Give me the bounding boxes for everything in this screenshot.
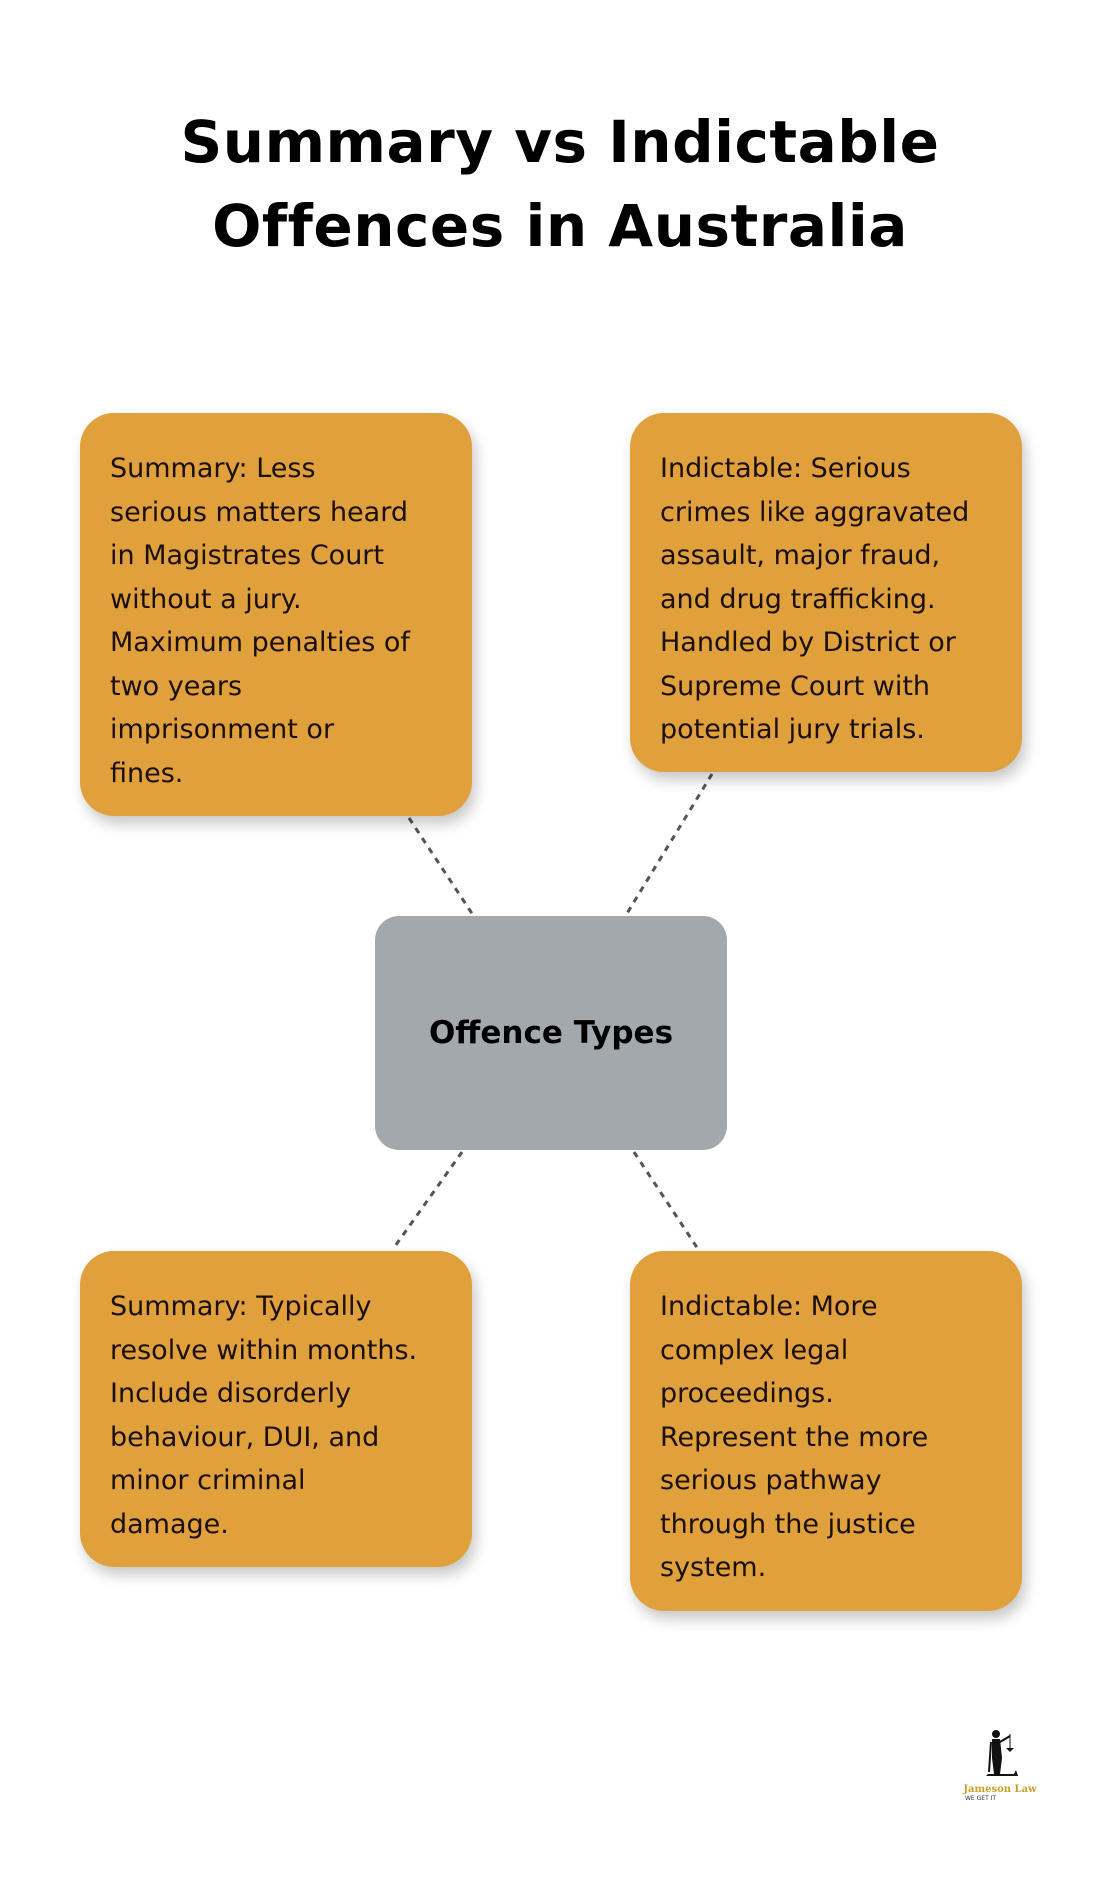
text-line: through the justice bbox=[660, 1508, 916, 1540]
text-line: Include disorderly bbox=[110, 1378, 352, 1409]
summary-resolution-box: Summary: Typically resolve within months… bbox=[80, 1251, 472, 1567]
indictable-crimes-box: Indictable: Serious crimes like aggravat… bbox=[630, 413, 1022, 772]
text-line: damage. bbox=[110, 1508, 229, 1540]
center-label: Offence Types bbox=[428, 1015, 674, 1051]
text-line: Indictable: Serious bbox=[660, 453, 911, 484]
indictable-proceedings-box: Indictable: More complex legal proceedin… bbox=[630, 1251, 1022, 1611]
lady-justice-icon bbox=[986, 1730, 1018, 1776]
text-line: serious pathway bbox=[660, 1465, 882, 1496]
text-line: proceedings. bbox=[660, 1378, 834, 1409]
text-line: assault, major fraud, bbox=[660, 540, 941, 571]
title-line-2: Offences in Australia bbox=[212, 192, 908, 260]
text-line: without a jury. bbox=[110, 583, 302, 615]
text-line: Indictable: More bbox=[660, 1291, 878, 1322]
text-line: potential jury trials. bbox=[660, 714, 925, 745]
connector-top-right bbox=[624, 773, 714, 916]
text-line: behaviour, DUI, and bbox=[110, 1421, 380, 1453]
logo-tagline: WE GET IT bbox=[965, 1795, 997, 1802]
text-line: Represent the more bbox=[660, 1421, 929, 1453]
page-title: Summary vs Indictable Offences in Austra… bbox=[0, 100, 1120, 268]
connector-bottom-right bbox=[632, 1151, 700, 1250]
connector-bottom-left bbox=[391, 1151, 464, 1250]
text-line: Summary: Less bbox=[110, 453, 316, 484]
text-line: imprisonment or bbox=[110, 714, 335, 745]
text-line: crimes like aggravated bbox=[660, 496, 970, 528]
jameson-law-logo: Jameson Law WE GET IT bbox=[955, 1728, 1045, 1810]
text-line: Summary: Typically bbox=[110, 1291, 372, 1322]
text-line: serious matters heard bbox=[110, 496, 408, 528]
text-line: Maximum penalties of bbox=[110, 627, 410, 658]
text-line: Supreme Court with bbox=[660, 670, 931, 702]
text-line: complex legal bbox=[660, 1334, 849, 1366]
text-line: two years bbox=[110, 670, 243, 702]
text-line: in Magistrates Court bbox=[110, 540, 384, 571]
summary-court-box: Summary: Less serious matters heard in M… bbox=[80, 413, 472, 816]
text-line: system. bbox=[660, 1552, 767, 1583]
title-line-1: Summary vs Indictable bbox=[180, 108, 940, 176]
logo-name: Jameson Law bbox=[963, 1784, 1037, 1795]
text-line: fines. bbox=[110, 757, 184, 789]
connector-top-left bbox=[407, 817, 475, 916]
text-line: resolve within months. bbox=[110, 1334, 418, 1366]
text-line: minor criminal bbox=[110, 1465, 306, 1496]
text-line: and drug trafficking. bbox=[660, 583, 936, 615]
center-node-offence-types: Offence Types bbox=[375, 916, 727, 1150]
text-line: Handled by District or bbox=[660, 627, 956, 658]
